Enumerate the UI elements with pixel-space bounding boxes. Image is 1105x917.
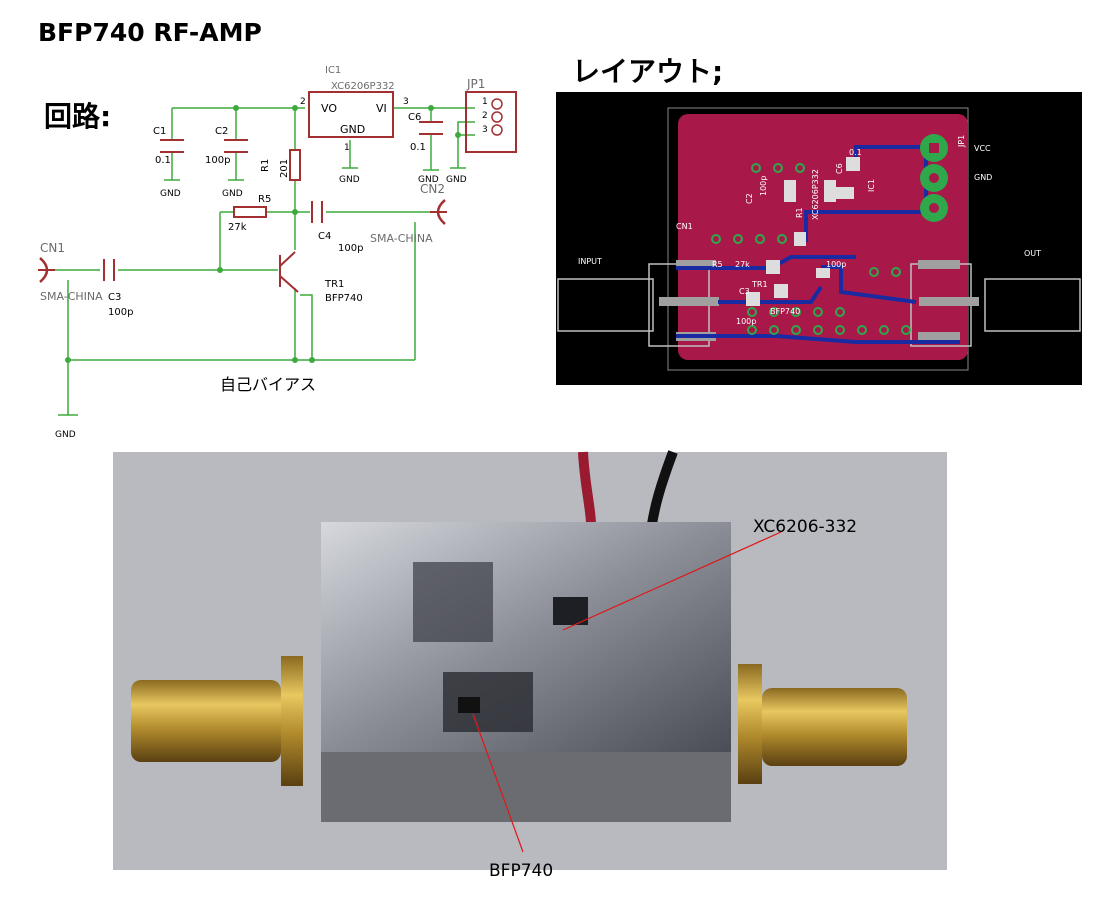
pcb-jp1-label: JP1 (957, 135, 966, 148)
gnd-label-ic1: GND (339, 175, 360, 185)
schematic-wires (55, 107, 475, 415)
tr1-ref: TR1 (324, 279, 344, 290)
pcb-tr1-part: BFP740 (770, 307, 800, 316)
ic1-vi-label: VI (376, 102, 387, 115)
c2-value: 100p (205, 155, 230, 166)
transistor-area (443, 672, 533, 732)
pcb-layout: INPUT OUT VCC GND JP1 CN1 C2 100p R1 C6 … (556, 92, 1082, 385)
page-title: BFP740 RF-AMP (38, 18, 262, 47)
pcb-r5-label: R5 (712, 260, 723, 269)
circuit-heading: 回路: (44, 100, 112, 133)
pcb-c3-label: C3 (739, 287, 750, 296)
assembled-board-photo: XC6206-332 BFP740 (113, 450, 947, 881)
c4-ref: C4 (318, 231, 331, 242)
gnd-label-jp1: GND (446, 175, 467, 185)
self-bias-note: 自己バイアス (220, 375, 316, 394)
r1-ref: R1 (260, 159, 271, 172)
cn2-ref: CN2 (420, 182, 445, 196)
c1-ref: C1 (153, 126, 166, 137)
cn1-ref: CN1 (40, 241, 65, 255)
pcb-c6-label: C6 (835, 163, 844, 174)
gnd-label-c6: GND (418, 175, 439, 185)
pcb-cn1-label: CN1 (676, 222, 693, 231)
c4-value: 100p (338, 243, 363, 254)
jp1-pin1: 1 (482, 97, 488, 107)
gnd-label-c1: GND (160, 189, 181, 199)
pcb-ic-part: XC6206P332 (811, 169, 820, 220)
r5-ref: R5 (258, 194, 271, 205)
pcb-tr1-label: TR1 (751, 280, 768, 289)
pcb-r1-label: R1 (795, 207, 804, 218)
transistor-label: BFP740 (489, 861, 553, 881)
stitching-vias (711, 163, 911, 335)
regulator-label: XC6206-332 (753, 517, 857, 537)
c1-value: 0.1 (155, 155, 171, 166)
pcb-input-label: INPUT (578, 257, 602, 266)
ic1-part: XC6206P332 (331, 81, 395, 92)
c6-value: 0.1 (410, 142, 426, 153)
pcb-vcc-label: VCC (974, 144, 991, 153)
pcb-c2-label: C2 (745, 193, 754, 204)
pcb-c2-value: 100p (759, 176, 768, 196)
c6-ref: C6 (408, 112, 421, 123)
cn2-part: SMA-CHINA (370, 232, 433, 245)
transistor-chip (458, 697, 480, 713)
transistor-pointer-line (472, 713, 524, 853)
pcb-c6-value: 0.1 (849, 148, 862, 157)
pcb-c3-value: 100p (736, 317, 756, 326)
ic1-ref: IC1 (325, 65, 341, 76)
pcb-via-holes (929, 143, 939, 213)
ic1-pin3: 3 (403, 97, 409, 107)
regulator-pointer-line (562, 531, 782, 631)
pcb-ic1-label: IC1 (867, 179, 876, 192)
regulator-area (413, 562, 493, 642)
schematic-parts (38, 91, 517, 293)
left-sma-connector (131, 656, 303, 786)
tr1-part: BFP740 (325, 293, 363, 304)
ic1-pin1: 1 (344, 143, 350, 153)
layout-heading: レイアウト; (572, 55, 724, 88)
schematic-gnd-symbols (58, 167, 466, 416)
pcb-gnd-label: GND (974, 173, 992, 182)
pcb-out-label: OUT (1024, 249, 1041, 258)
gnd-label-c2: GND (222, 189, 243, 199)
ic1-vo-label: VO (321, 102, 337, 115)
r1-value: 201 (279, 159, 290, 178)
regulator-chip (553, 597, 588, 625)
schematic-diagram: IC1 XC6206P332 VO VI GND 2 3 1 JP1 1 2 3… (38, 65, 517, 440)
jp1-pin2: 2 (482, 111, 488, 121)
pcb-c4-value: 100p (826, 260, 846, 269)
right-sma-connector (738, 664, 907, 784)
c3-ref: C3 (108, 292, 121, 303)
ic1-gnd-label: GND (340, 123, 365, 136)
smd-components (746, 157, 860, 306)
pcb-r5-value: 27k (735, 260, 750, 269)
cn1-part: SMA-CHINA (40, 290, 103, 303)
c3-value: 100p (108, 307, 133, 318)
schematic-junctions (65, 105, 461, 363)
gnd-label-main: GND (55, 430, 76, 440)
ic1-pin2: 2 (300, 97, 306, 107)
c2-ref: C2 (215, 126, 228, 137)
jp1-ref: JP1 (466, 77, 485, 91)
r5-value: 27k (228, 222, 247, 233)
jp1-pin3: 3 (482, 125, 488, 135)
